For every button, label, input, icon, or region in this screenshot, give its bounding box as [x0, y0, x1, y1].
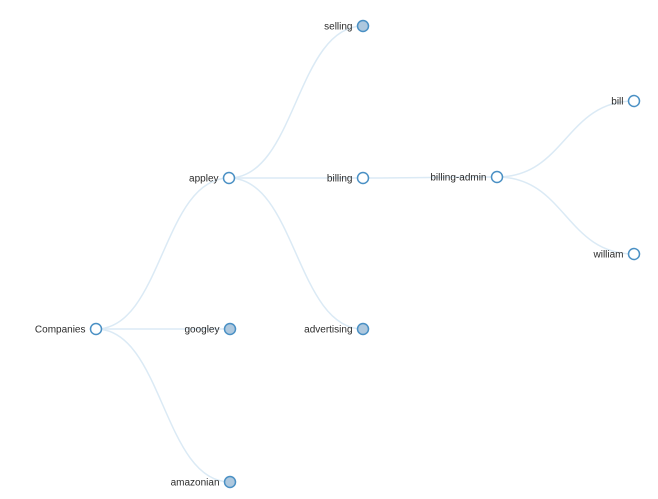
tree-link: [496, 100, 635, 178]
tree-node-companies[interactable]: Companies: [35, 322, 103, 336]
tree-node-appley[interactable]: appley: [189, 171, 236, 185]
tree-link: [228, 177, 364, 330]
node-label-billing-admin: billing-admin: [430, 173, 486, 184]
links-group: [95, 25, 635, 483]
node-label-companies: Companies: [35, 325, 86, 336]
tree-link: [95, 177, 230, 330]
node-label-bill: bill: [611, 97, 623, 108]
tree-link: [95, 328, 231, 483]
tree-node-amazonian[interactable]: amazonian: [171, 475, 237, 489]
node-label-billing: billing: [327, 174, 353, 185]
node-circle-william[interactable]: [627, 247, 641, 261]
tree-node-billing[interactable]: billing: [327, 171, 370, 185]
node-label-appley: appley: [189, 174, 218, 185]
node-label-selling: selling: [324, 22, 352, 33]
node-label-googley: googley: [184, 325, 219, 336]
node-circle-billing-admin[interactable]: [490, 170, 504, 184]
node-circle-bill[interactable]: [627, 94, 641, 108]
tree-link: [362, 176, 498, 179]
tree-node-advertising[interactable]: advertising: [304, 322, 370, 336]
node-circle-companies[interactable]: [89, 322, 103, 336]
node-circle-amazonian[interactable]: [223, 475, 237, 489]
node-circle-appley[interactable]: [222, 171, 236, 185]
node-circle-selling[interactable]: [356, 19, 370, 33]
node-label-amazonian: amazonian: [171, 478, 220, 489]
node-circle-googley[interactable]: [223, 322, 237, 336]
node-label-advertising: advertising: [304, 325, 352, 336]
node-circle-advertising[interactable]: [356, 322, 370, 336]
tree-link: [496, 176, 635, 255]
tree-node-william[interactable]: william: [593, 247, 641, 261]
tree-link: [228, 25, 364, 179]
tree-node-bill[interactable]: bill: [611, 94, 641, 108]
node-label-william: william: [593, 250, 624, 261]
tree-node-billing-admin[interactable]: billing-admin: [430, 170, 504, 184]
tree-node-googley[interactable]: googley: [184, 322, 237, 336]
node-circle-billing[interactable]: [356, 171, 370, 185]
nodes-group: Companies appley googley amazonian selling bi…: [35, 19, 641, 489]
tree-node-selling[interactable]: selling: [324, 19, 370, 33]
